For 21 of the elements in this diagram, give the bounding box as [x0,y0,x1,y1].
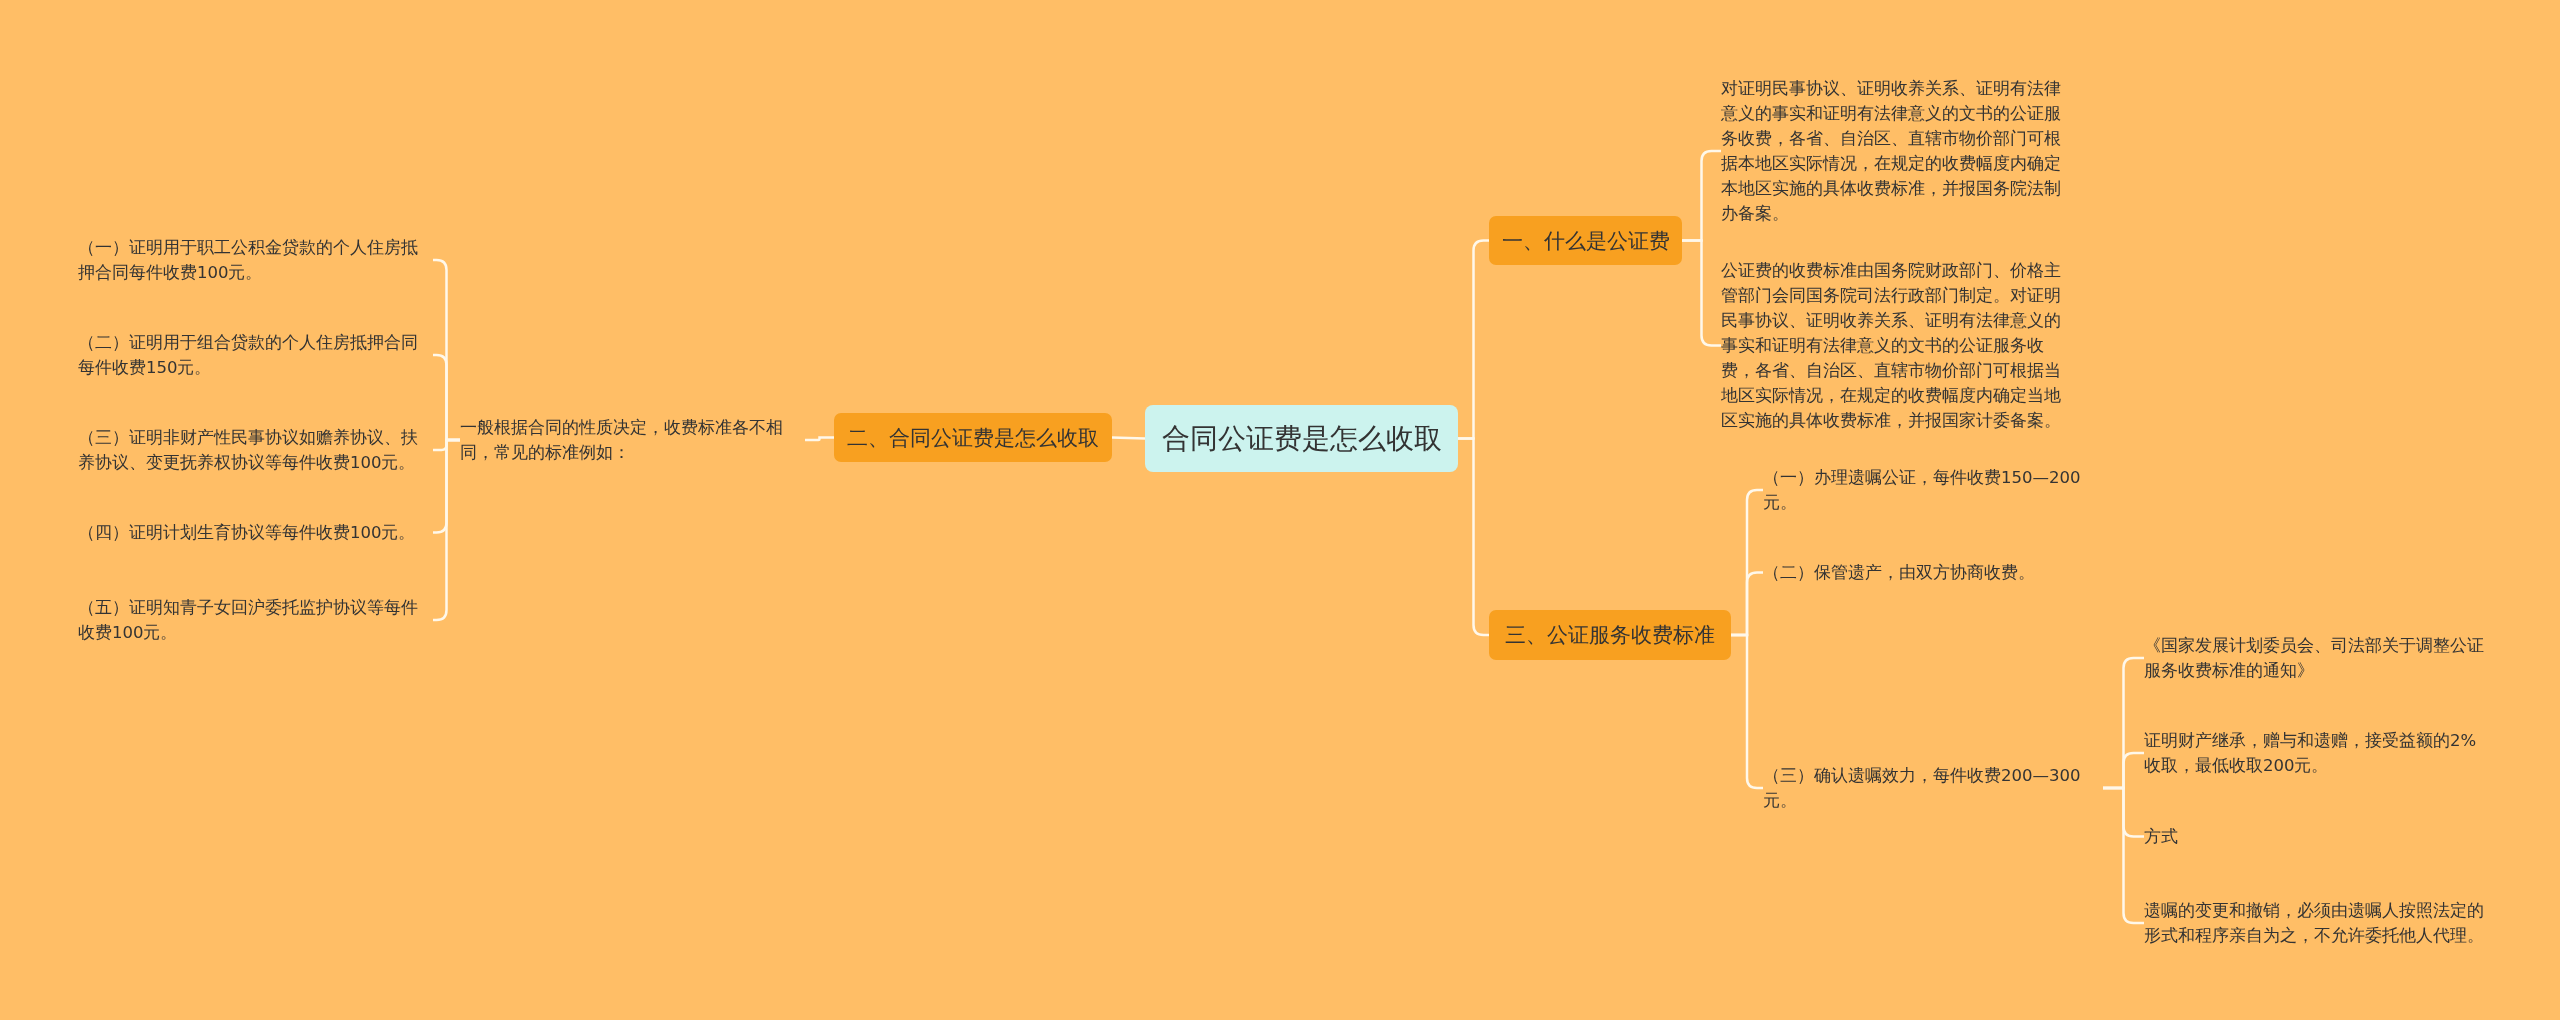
topic-box: 三、公证服务收费标准 [1489,610,1731,660]
note-text: （一）办理遗嘱公证，每件收费150—200元。 [1763,465,2103,515]
note-text: （三）证明非财产性民事协议如赡养协议、扶养协议、变更抚养权协议等每件收费100元。 [78,425,433,475]
note-text: （二）证明用于组合贷款的个人住房抵押合同每件收费150元。 [78,330,433,380]
note-text: （四）证明计划生育协议等每件收费100元。 [78,520,433,545]
topic-box: 二、合同公证费是怎么收取 [834,413,1112,462]
note-text: （五）证明知青子女回沪委托监护协议等每件收费100元。 [78,595,433,645]
note-text: （二）保管遗产，由双方协商收费。 [1763,560,2103,585]
note-text: 一般根据合同的性质决定，收费标准各不相同，常见的标准例如： [460,415,805,465]
central-topic-box: 合同公证费是怎么收取 [1145,405,1458,472]
note-text: （一）证明用于职工公积金贷款的个人住房抵押合同每件收费100元。 [78,235,433,285]
note-text: （三）确认遗嘱效力，每件收费200—300元。 [1763,763,2103,813]
connector-line [805,436,834,442]
note-text: 对证明民事协议、证明收养关系、证明有法律意义的事实和证明有法律意义的文书的公证服务收费，各省、自治区、直辖市物价部门可根据本地区实际情况，在规定的收费幅度内确定本地区实施的具体收费标准，并报国务院法制办备案。 [1721,76,2071,226]
note-text: 《国家发展计划委员会、司法部关于调整公证服务收费标准的通知》 [2144,633,2489,683]
note-text: 遗嘱的变更和撤销，必须由遗嘱人按照法定的形式和程序亲自为之，不允许委托他人代理。 [2144,898,2489,948]
note-text: 公证费的收费标准由国务院财政部门、价格主管部门会同国务院司法行政部门制定。对证明民事协议、证明收养关系、证明有法律意义的事实和证明有法律意义的文书的公证服务收费，各省、自治区、直辖市物价部门可根据当地区实际情况，在规定的收费幅度内确定当地区实施的具体收费标准，并报国家计委备案。 [1721,258,2071,433]
note-text: 方式 [2144,824,2489,849]
connector-line [1111,436,1146,440]
note-text: 证明财产继承，赠与和遗赠，接受益额的2%收取，最低收取200元。 [2144,728,2489,778]
topic-box: 一、什么是公证费 [1489,216,1682,265]
